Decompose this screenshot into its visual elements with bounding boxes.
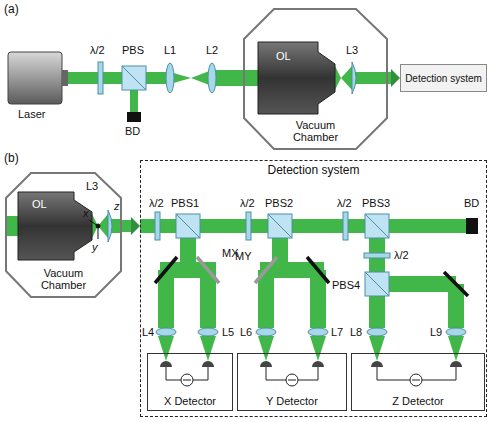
part-label: L9 bbox=[430, 326, 442, 339]
part-label: y bbox=[92, 241, 98, 254]
part-label: L3 bbox=[346, 44, 358, 57]
node-text: Y Detector bbox=[238, 395, 346, 407]
objectives bbox=[18, 42, 335, 260]
node-text: Vacuum Chamber bbox=[285, 119, 347, 143]
vacuum-chamber: Vacuum Chamber bbox=[5, 172, 122, 298]
detection-box: Detection system bbox=[400, 64, 487, 92]
part-label: L1 bbox=[164, 44, 176, 57]
beam bbox=[5, 66, 466, 361]
photodiodes bbox=[160, 361, 462, 386]
vacuum-chamber: Vacuum Chamber bbox=[243, 8, 388, 150]
part-label: OL bbox=[32, 198, 47, 211]
part-label: BD bbox=[464, 197, 479, 210]
beam-connector bbox=[388, 69, 400, 87]
detector-box: X Detector bbox=[147, 353, 233, 411]
part-label: L7 bbox=[331, 326, 343, 339]
node-text: Detection system bbox=[141, 164, 486, 176]
arrow-head bbox=[131, 217, 140, 235]
part-label: (a) bbox=[4, 3, 19, 16]
part-label: PBS4 bbox=[332, 279, 360, 292]
arrow-head bbox=[391, 69, 400, 87]
part-label: L6 bbox=[240, 326, 252, 339]
part-label: BD bbox=[125, 125, 140, 138]
part-label: λ/2 bbox=[90, 44, 105, 57]
part-label: λ/2 bbox=[394, 249, 409, 262]
part-label: λ/2 bbox=[337, 197, 352, 210]
node-text: Z Detector bbox=[352, 395, 484, 407]
part-label: MY bbox=[235, 250, 252, 263]
part-label: PBS bbox=[122, 44, 144, 57]
part-label: L3 bbox=[86, 180, 98, 193]
chamber-octagon bbox=[244, 9, 387, 149]
mirrors bbox=[155, 257, 468, 296]
part-label: λ/2 bbox=[149, 197, 164, 210]
part-label: Laser bbox=[18, 108, 46, 121]
detection-system-frame: Detection system X Detector Y Detector Z De… bbox=[140, 160, 487, 417]
part-label: L8 bbox=[350, 326, 362, 339]
node-text: X Detector bbox=[148, 395, 232, 407]
part-label: L4 bbox=[142, 326, 154, 339]
laser bbox=[8, 52, 68, 104]
part-label: PBS1 bbox=[171, 197, 199, 210]
part-label: PBS2 bbox=[265, 197, 293, 210]
part-label: L5 bbox=[222, 326, 234, 339]
part-label: z bbox=[114, 200, 120, 213]
part-label: OL bbox=[276, 50, 291, 63]
beam-line bbox=[122, 220, 132, 232]
part-label: λ/2 bbox=[240, 197, 255, 210]
part-label: x bbox=[83, 207, 89, 220]
part-label: L2 bbox=[206, 44, 218, 57]
beam-connector bbox=[122, 217, 140, 235]
beam-splitter-cubes bbox=[122, 66, 389, 296]
node-text: Detection system bbox=[401, 65, 486, 85]
axes bbox=[89, 220, 100, 239]
part-label: PBS3 bbox=[362, 197, 390, 210]
node-text: Vacuum Chamber bbox=[33, 267, 95, 291]
detector-box: Z Detector bbox=[351, 353, 485, 411]
detector-box: Y Detector bbox=[237, 353, 347, 411]
chamber-octagon bbox=[6, 173, 121, 297]
part-label: (b) bbox=[4, 152, 19, 165]
